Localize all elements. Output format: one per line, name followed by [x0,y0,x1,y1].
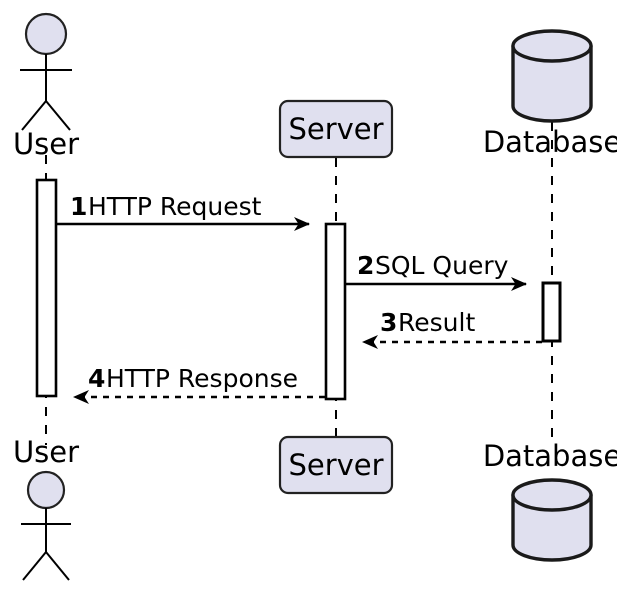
participant-label-database-bottom: Database [483,439,617,473]
activation-bar-user[interactable] [35,178,58,398]
message-4-label: HTTP Response [106,364,298,393]
message-4-number: 4 [88,364,105,393]
message-4-http-response[interactable]: 4 HTTP Response [73,364,325,404]
database-cylinder-body-bottom [511,493,593,562]
actor-leg-left-line-bottom [22,551,47,581]
participant-database-bottom[interactable]: Database [483,439,617,562]
participant-label-server-bottom: Server [288,448,383,482]
participant-user-bottom[interactable]: User [13,435,79,581]
actor-leg-right-line-bottom [45,551,70,581]
activation-bars-group [35,178,562,401]
participant-label-user-top: User [13,127,79,161]
participant-database-top[interactable]: Database [483,29,617,159]
message-3-result[interactable]: 3 Result [362,308,542,349]
participant-user-top[interactable]: User [13,12,79,161]
actor-head-icon [24,12,68,56]
actor-leg-right-line [45,100,71,131]
activation-bar-database[interactable] [541,281,562,343]
message-2-sql-query[interactable]: 2 SQL Query [346,251,527,291]
actor-head-icon-bottom [26,470,66,510]
database-cylinder-body-top [511,44,593,123]
activation-bar-server[interactable] [324,222,347,401]
actor-leg-left-line [21,100,47,131]
participant-label-user-bottom: User [13,435,79,469]
participant-server-top[interactable]: Server [278,99,394,159]
server-box-bottom [278,435,394,495]
participant-label-server-top: Server [288,112,383,146]
message-2-number: 2 [357,251,374,280]
message-2-label: SQL Query [375,251,509,280]
message-1-http-request[interactable]: 1 HTTP Request [57,192,310,231]
message-3-label: Result [398,308,475,337]
database-cylinder-top-ellipse-bottom [511,478,593,512]
message-1-number: 1 [70,192,87,221]
participant-label-database-top: Database [483,125,617,159]
message-3-number: 3 [380,308,397,337]
server-box-top [278,99,394,159]
database-cylinder-top-ellipse [511,29,593,63]
message-1-label: HTTP Request [88,192,262,221]
participant-server-bottom[interactable]: Server [278,435,394,495]
